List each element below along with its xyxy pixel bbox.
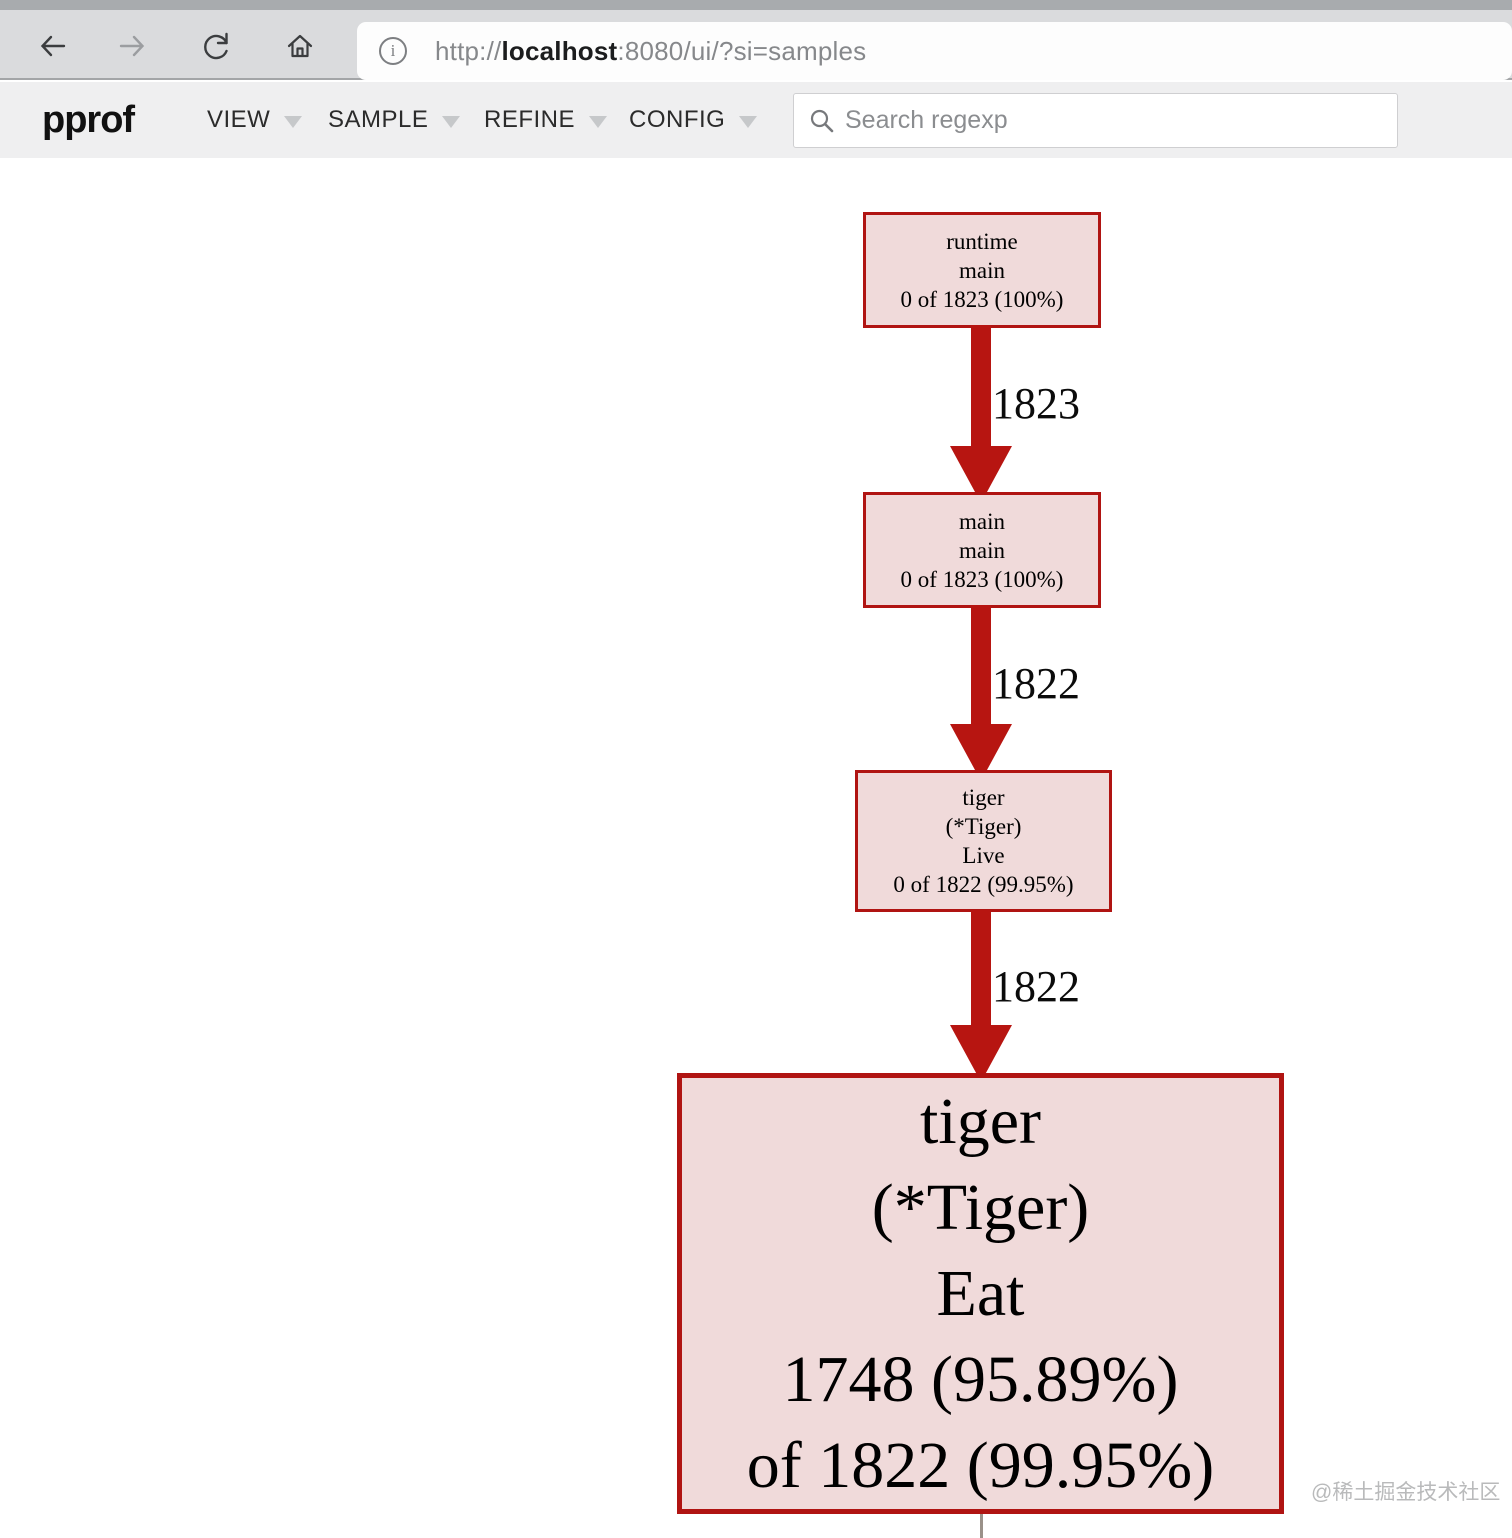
node-line: (*Tiger) (945, 814, 1022, 839)
search-box (793, 93, 1398, 148)
edge-tiger-live-to-tiger-eat (971, 910, 991, 1028)
node-line: main (959, 257, 1005, 283)
forward-arrow-icon (119, 35, 145, 57)
url-path: :8080/ui/?si=samples (617, 35, 867, 66)
back-button[interactable] (36, 29, 70, 63)
pprof-logo: pprof (42, 99, 135, 141)
search-icon (810, 109, 834, 132)
menu-config-label: CONFIG (629, 106, 726, 133)
url-host: localhost (501, 35, 618, 66)
reload-icon (204, 32, 228, 60)
graph-node-tiger-live[interactable]: tiger (*Tiger) Live 0 of 1822 (99.95%) (855, 770, 1112, 912)
window-top-strip (0, 0, 1512, 10)
node-line: main (959, 508, 1005, 534)
reload-button[interactable] (200, 29, 234, 63)
node-line: 1748 (95.89%) (782, 1342, 1179, 1416)
node-line: main (959, 537, 1005, 563)
node-line: 0 of 1823 (100%) (900, 566, 1064, 592)
edge-weight-label: 1822 (992, 659, 1080, 708)
callgraph-canvas: runtime main 0 of 1823 (100%) 1823 main … (0, 158, 1512, 1538)
graph-node-main-main[interactable]: main main 0 of 1823 (100%) (863, 492, 1101, 608)
node-line: runtime (946, 228, 1018, 254)
edge-weight-label: 1823 (992, 379, 1080, 428)
chevron-down-icon (589, 115, 608, 128)
node-line: Eat (936, 1256, 1025, 1330)
menu-config[interactable]: CONFIG (629, 106, 758, 134)
menu-refine[interactable]: REFINE (484, 106, 608, 134)
home-button[interactable] (283, 29, 317, 63)
menu-view[interactable]: VIEW (207, 106, 303, 134)
search-input[interactable] (845, 106, 1397, 135)
pprof-menubar: pprof VIEW SAMPLE REFINE CONFIG (0, 82, 1512, 158)
edge-runtime-to-main (971, 325, 991, 449)
forward-button[interactable] (115, 29, 149, 63)
node-line: 0 of 1823 (100%) (900, 286, 1064, 312)
menu-sample-label: SAMPLE (328, 106, 429, 133)
browser-toolbar: i http://localhost:8080/ui/?si=samples (0, 10, 1512, 80)
edge-main-to-tiger-live (971, 605, 991, 727)
site-info-icon[interactable]: i (379, 37, 407, 65)
node-line: tiger (920, 1084, 1041, 1158)
watermark-text: @稀土掘金技术社区 (1311, 1481, 1501, 1504)
chevron-down-icon (739, 115, 758, 128)
edge-continuation-stub (980, 1514, 983, 1538)
menu-refine-label: REFINE (484, 106, 576, 133)
home-icon (287, 34, 313, 58)
back-arrow-icon (40, 35, 66, 57)
node-line: (*Tiger) (871, 1170, 1090, 1244)
menu-sample[interactable]: SAMPLE (328, 106, 461, 134)
node-line: Live (962, 843, 1005, 868)
chevron-down-icon (442, 115, 461, 128)
node-line: 0 of 1822 (99.95%) (893, 872, 1074, 897)
url-scheme: http:// (435, 35, 502, 66)
node-line: tiger (962, 785, 1005, 810)
url-text: http://localhost:8080/ui/?si=samples (435, 36, 866, 67)
url-field[interactable]: i http://localhost:8080/ui/?si=samples (357, 22, 1512, 80)
menu-view-label: VIEW (207, 106, 271, 133)
chevron-down-icon (284, 115, 303, 128)
edge-weight-label: 1822 (992, 962, 1080, 1011)
graph-node-tiger-eat[interactable]: tiger (*Tiger) Eat 1748 (95.89%) of 1822… (677, 1073, 1284, 1514)
graph-node-runtime-main[interactable]: runtime main 0 of 1823 (100%) (863, 212, 1101, 328)
arrowhead-icon (950, 1025, 1012, 1082)
node-line: of 1822 (99.95%) (746, 1428, 1215, 1502)
